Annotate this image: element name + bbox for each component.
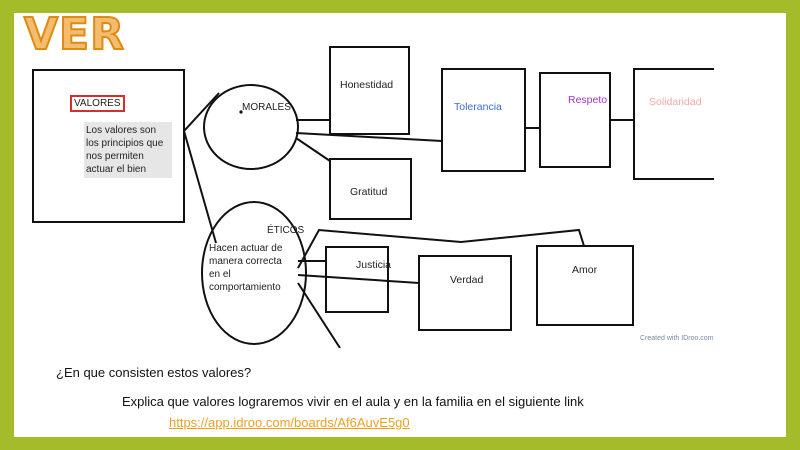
slide-title: VER bbox=[23, 8, 125, 61]
solidaridad-box bbox=[633, 68, 714, 180]
morales-ellipse bbox=[203, 84, 299, 170]
tolerancia-box bbox=[441, 68, 526, 172]
concept-diagram[interactable] bbox=[14, 13, 786, 353]
verdad-box bbox=[418, 255, 512, 331]
morales-dot bbox=[239, 110, 243, 114]
valores-box bbox=[32, 69, 185, 223]
respeto-box bbox=[539, 72, 611, 168]
edge-eticos-verdad bbox=[297, 274, 420, 284]
diagram-caption: Created with IDroo.com bbox=[640, 335, 714, 342]
gratitud-box bbox=[329, 158, 412, 220]
edge-valores-eticos bbox=[183, 130, 217, 244]
slide: VER bbox=[14, 8, 786, 437]
edge-morales-gratitud bbox=[295, 137, 331, 162]
honestidad-label: Honestidad bbox=[340, 79, 394, 91]
respeto-label: Respeto bbox=[568, 94, 608, 106]
edge-eticos-top-bracket bbox=[297, 228, 585, 269]
honestidad-box bbox=[329, 46, 410, 135]
edge-eticos-lower bbox=[297, 282, 341, 348]
edge-morales-tolerancia bbox=[295, 132, 443, 142]
gratitud-label: Gratitud bbox=[350, 186, 388, 198]
eticos-text: Hacen actuar de manera correcta en el co… bbox=[209, 243, 283, 293]
justicia-label: Justicia bbox=[356, 259, 392, 271]
instruction-text: Explica que valores lograremos vivir en … bbox=[122, 394, 584, 409]
solidaridad-label: Solidaridad bbox=[649, 96, 702, 108]
justicia-box bbox=[325, 246, 389, 313]
edge-valores-morales bbox=[183, 92, 220, 132]
board-link[interactable]: https://app.idroo.com/boards/Af6AuvE5g0 bbox=[169, 415, 410, 430]
question-text: ¿En que consisten estos valores? bbox=[56, 365, 252, 380]
eticos-label: ÉTICOS bbox=[267, 225, 305, 236]
eticos-ellipse bbox=[201, 201, 307, 345]
amor-box bbox=[536, 245, 634, 326]
morales-label: MORALES bbox=[242, 102, 291, 113]
verdad-label: Verdad bbox=[450, 274, 484, 286]
tolerancia-label: Tolerancia bbox=[454, 101, 502, 113]
valores-label: VALORES bbox=[70, 95, 125, 112]
amor-label: Amor bbox=[572, 264, 598, 276]
valores-definition: Los valores son los principios que nos p… bbox=[84, 122, 172, 178]
